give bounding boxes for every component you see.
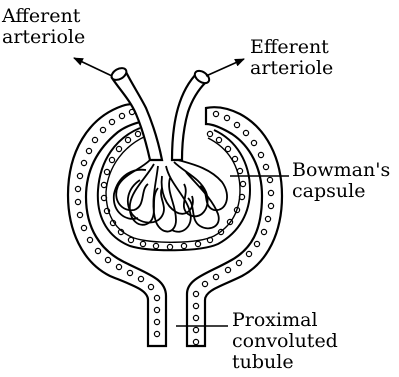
cell-dot: [167, 244, 172, 249]
cell-dot: [140, 241, 145, 246]
efferent-label-line2: arteriole: [250, 58, 333, 79]
bowmans-capsule-label: Bowman's capsule: [292, 160, 390, 202]
pct-label: Proximal convoluted tubule: [232, 310, 338, 373]
cell-dot: [104, 169, 109, 174]
efferent-arteriole-label: Efferent arteriole: [250, 37, 333, 79]
cell-dot: [207, 131, 212, 136]
cell-dot: [216, 137, 221, 142]
cell-dot: [101, 182, 106, 187]
cell-dot: [116, 146, 121, 151]
afferent-label-line1: Afferent: [2, 6, 85, 27]
afferent-arteriole-label: Afferent arteriole: [2, 6, 85, 48]
cell-dot: [240, 181, 245, 186]
cell-dot: [125, 137, 130, 142]
efferent-pointer-arrow: [206, 59, 244, 76]
afferent-pointer-arrow: [74, 58, 112, 76]
cell-dot: [153, 243, 158, 248]
pct-label-line2: convoluted: [232, 331, 338, 352]
bowman-label-line2: capsule: [292, 181, 390, 202]
glomerulus: [114, 160, 227, 232]
bowman-label-line1: Bowman's: [292, 160, 390, 181]
pct-label-line3: tubule: [232, 352, 338, 373]
afferent-label-line2: arteriole: [2, 27, 85, 48]
efferent-label-line1: Efferent: [250, 37, 333, 58]
pct-label-line1: Proximal: [232, 310, 338, 331]
cell-dot: [181, 243, 186, 248]
cell-dot: [195, 241, 200, 246]
cell-dot: [109, 157, 114, 162]
cell-dot: [135, 131, 140, 136]
